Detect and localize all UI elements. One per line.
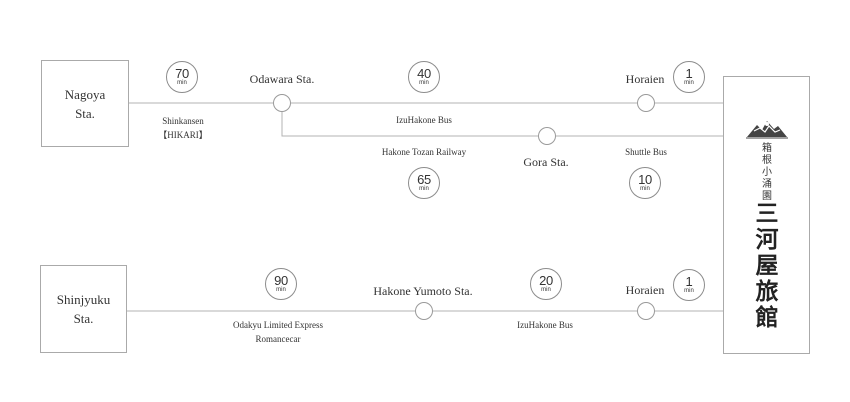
hakone-tozan-railway-label: Hakone Tozan Railway [381, 147, 467, 157]
duration-value: 40 [417, 66, 431, 81]
horaien-walk-duration-badge-lower: 1 min [673, 269, 705, 301]
ryokan-location-vertical: 箱 根 小 涌 園 [761, 143, 773, 203]
location-char: 根 [762, 155, 772, 166]
shinkansen-route-label: Shinkansen 【HIKARI】 [158, 115, 208, 141]
duration-unit: min [640, 186, 650, 192]
duration-unit: min [419, 186, 429, 192]
name-char: 旅 [755, 279, 779, 304]
odawara-stop [273, 94, 291, 112]
nagoya-station-box: Nagoya Sta. [41, 60, 129, 147]
shinjyuku-station-label: Shinjyuku [56, 292, 111, 307]
horaien-stop-upper [637, 94, 655, 112]
shinjyuku-station-box: Shinjyuku Sta. [40, 265, 127, 353]
duration-unit: min [177, 80, 187, 86]
izuhakone-bus-label-upper: IzuHakone Bus [396, 115, 452, 125]
duration-unit: min [541, 287, 551, 293]
odakyu-express-label: Odakyu Limited Express Romancecar [233, 319, 323, 345]
horaien-label-upper: Horaien [625, 72, 665, 86]
odakyu-express-duration-badge: 90 min [265, 268, 297, 300]
horaien-stop-lower [637, 302, 655, 320]
shinkansen-route-name: Shinkansen [162, 116, 204, 126]
nagoya-station-suffix: Sta. [75, 105, 95, 121]
gora-station-label: Gora Sta. [523, 155, 569, 169]
romancecar-name: Romancecar [255, 334, 301, 344]
duration-value: 10 [638, 172, 652, 187]
duration-unit: min [419, 80, 429, 86]
odakyu-route-name: Odakyu Limited Express [233, 320, 323, 330]
duration-value: 1 [685, 274, 693, 289]
nagoya-station-label: Nagoya [64, 86, 106, 102]
shinjyuku-station-suffix: Sta. [73, 311, 94, 326]
duration-value: 20 [539, 273, 553, 288]
duration-unit: min [684, 288, 694, 294]
ryokan-crest-icon [746, 121, 788, 139]
route-line-odawara-gora [281, 112, 538, 137]
horaien-label-lower: Horaien [625, 283, 665, 297]
ryokan-destination-box: 箱 根 小 涌 園 三 河 屋 旅 館 [723, 76, 810, 354]
izuhakone-bus-duration-badge-lower: 20 min [530, 268, 562, 300]
name-char: 三 [755, 201, 779, 226]
location-char: 涌 [762, 179, 772, 190]
hakone-yumoto-stop [415, 302, 433, 320]
gora-stop [538, 127, 556, 145]
location-char: 箱 [762, 143, 772, 154]
hakone-yumoto-station-label: Hakone Yumoto Sta. [373, 284, 473, 298]
name-char: 河 [755, 227, 779, 252]
izuhakone-bus-duration-badge-upper: 40 min [408, 61, 440, 93]
horaien-walk-duration-badge-upper: 1 min [673, 61, 705, 93]
shinkansen-train-name: 【HIKARI】 [158, 130, 208, 140]
duration-value: 90 [274, 273, 288, 288]
location-char: 小 [762, 167, 772, 178]
duration-unit: min [276, 287, 286, 293]
hakone-tozan-duration-badge: 65 min [408, 167, 440, 199]
izuhakone-bus-label-lower: IzuHakone Bus [517, 320, 573, 330]
duration-value: 1 [685, 66, 693, 81]
location-char: 園 [762, 191, 772, 202]
shinkansen-duration-badge: 70 min [166, 61, 198, 93]
name-char: 館 [755, 305, 779, 330]
shuttle-bus-duration-badge: 10 min [629, 167, 661, 199]
name-char: 屋 [755, 253, 779, 278]
shuttle-bus-label: Shuttle Bus [625, 147, 667, 157]
odawara-station-label: Odawara Sta. [249, 72, 315, 86]
duration-unit: min [684, 80, 694, 86]
ryokan-name-vertical: 三 河 屋 旅 館 [753, 201, 781, 331]
duration-value: 70 [175, 66, 189, 81]
duration-value: 65 [417, 172, 431, 187]
